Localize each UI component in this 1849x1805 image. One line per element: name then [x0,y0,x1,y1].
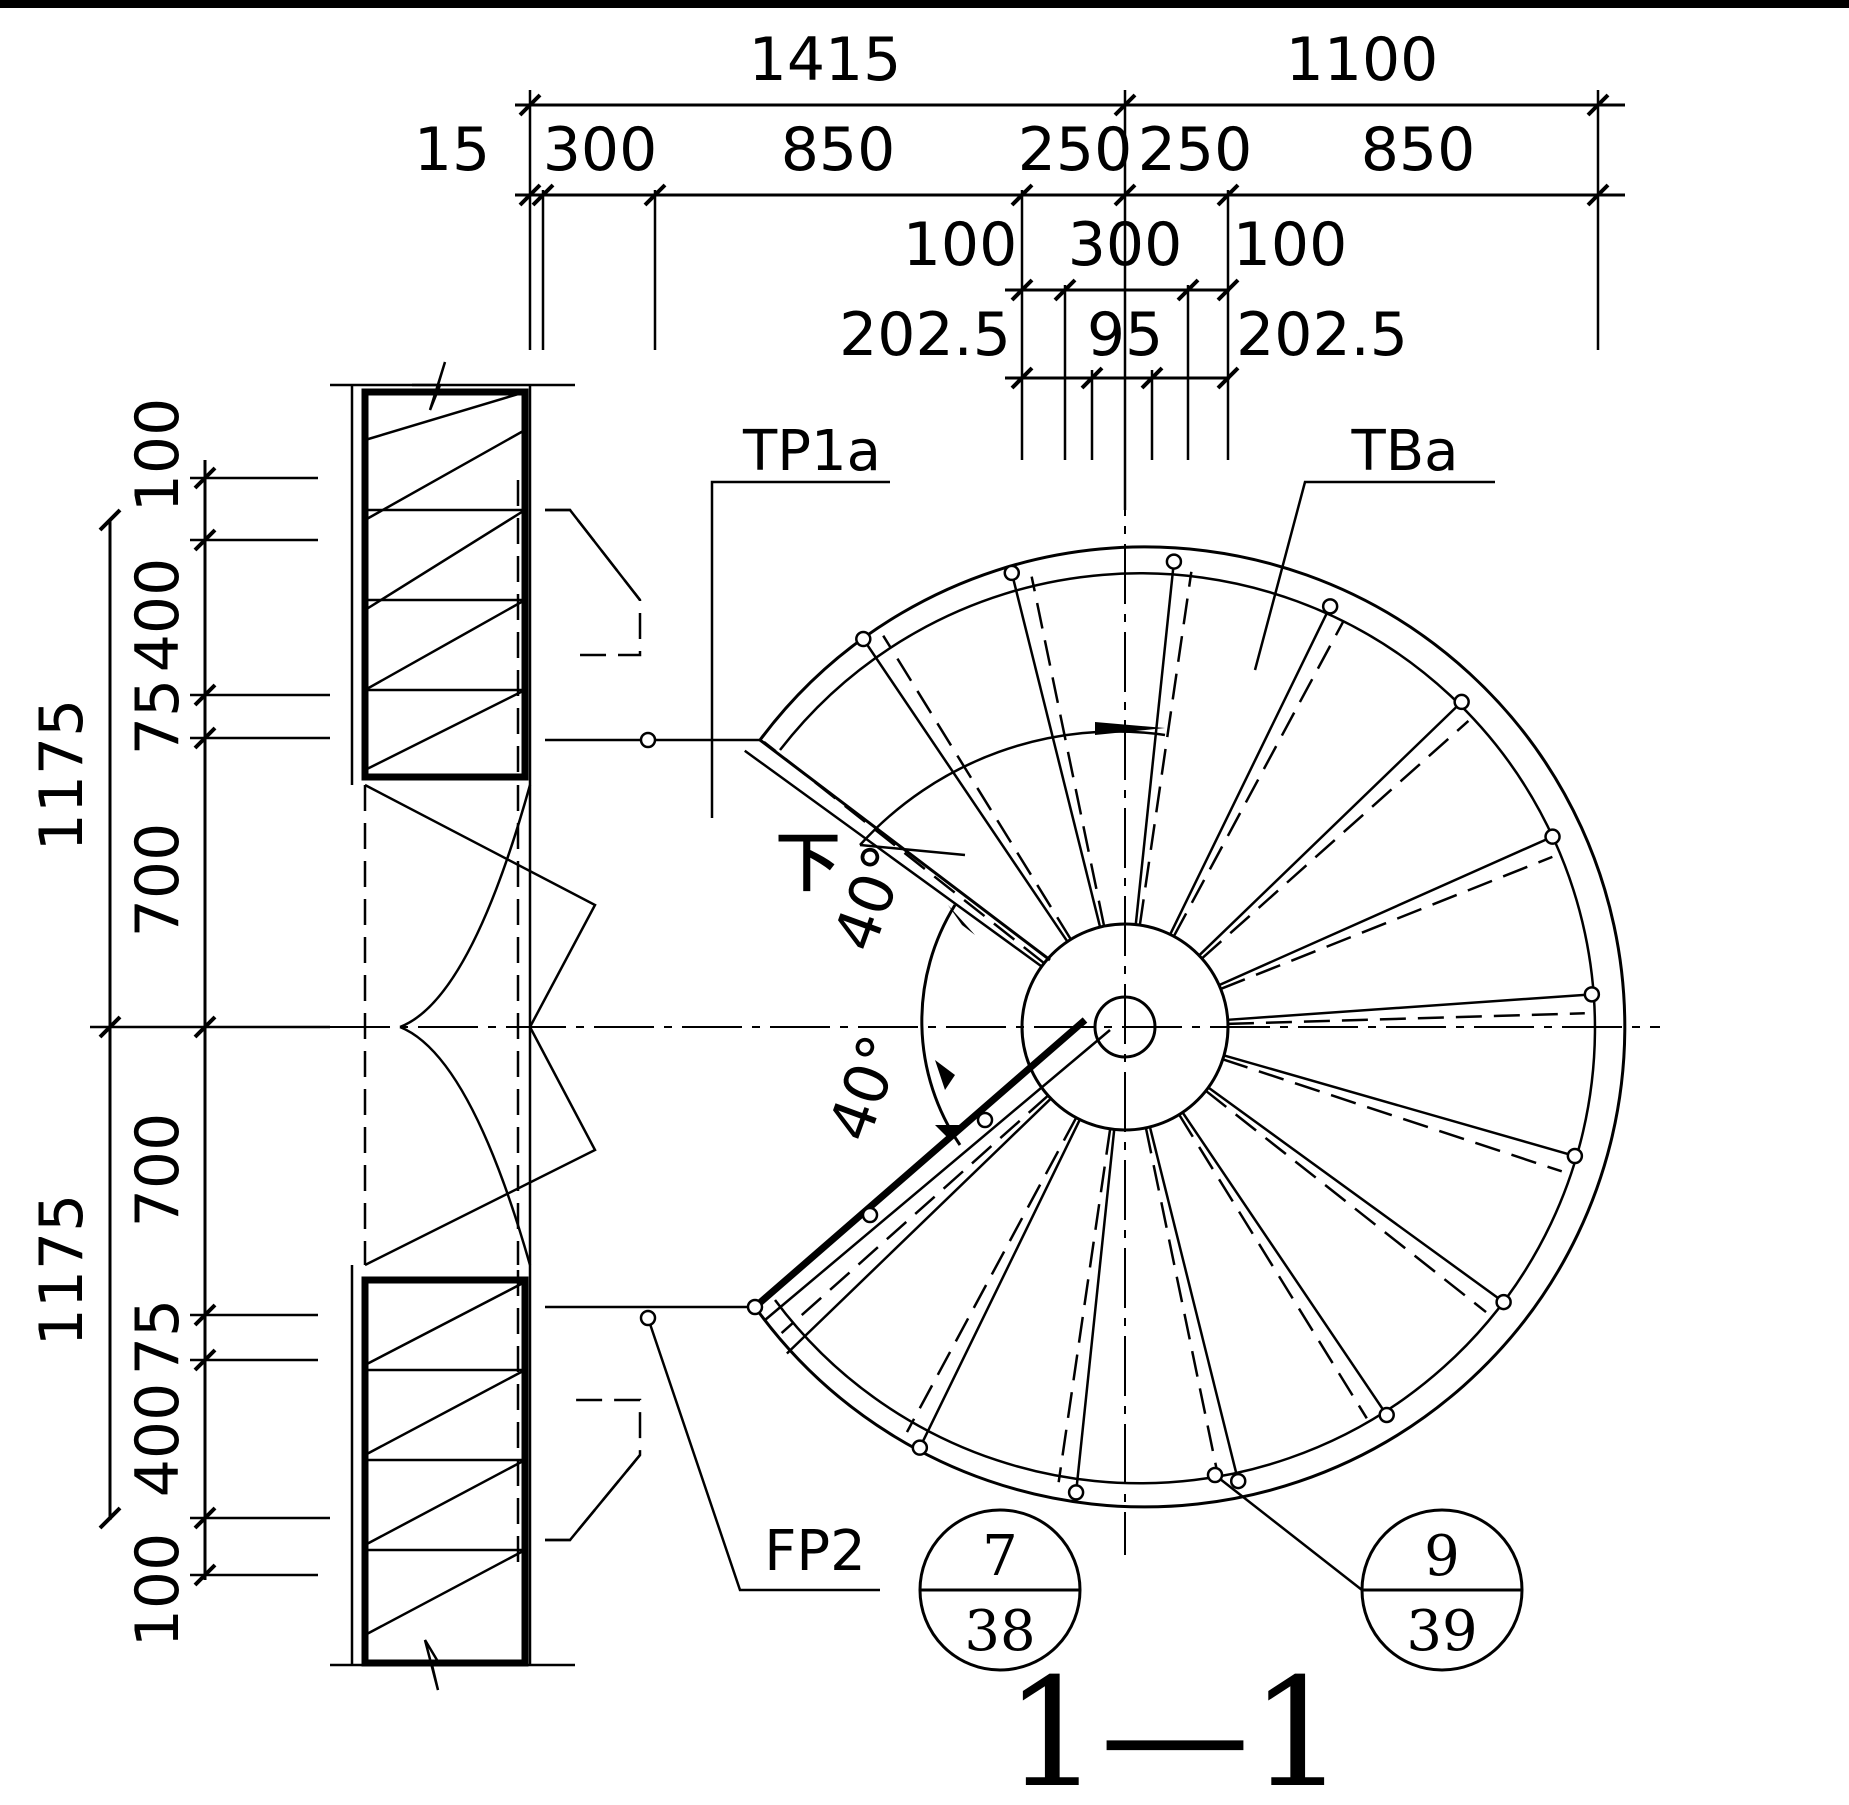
dim-left-inner-5: 700 [123,1113,193,1228]
dim-row3-c: 202.5 [1236,300,1408,370]
stair-tread-edge [1148,1126,1240,1484]
dim-overall-left: 1415 [749,25,902,95]
dim-left-inner-6: 75 [123,1299,193,1375]
spiral-stair-plan [330,280,1660,1592]
outer-handrail-arc [753,545,1627,1509]
baluster-node [911,1439,929,1456]
baluster-node [1583,986,1601,1003]
tba-label: TBa [1351,419,1459,484]
stair-tread-hidden-edge [763,740,1045,965]
dim-row1-c: 850 [781,115,896,185]
stair-tread-hidden-edge [1172,621,1345,937]
detail-ref-sheet: 39 [1406,1599,1477,1664]
dim-left-inner-2: 400 [123,558,193,673]
stair-tread-hidden-edge [882,635,1072,941]
stair-tread-hidden-edge [780,1094,1049,1334]
dim-overall-right: 1100 [1286,25,1439,95]
stair-tread-hidden-edge [1057,1128,1112,1483]
stair-tread-hidden-edge [1030,576,1106,927]
top-dimension-chains: 1415 1100 15 300 850 250 250 850 100 300… [414,25,1625,510]
stair-tread-edge [744,749,1043,968]
stair-tread-edge [1074,1129,1116,1495]
stair-tread-edge [1227,992,1594,1022]
detail-ref-sheet: 38 [964,1599,1035,1664]
upper-beam [361,388,529,781]
stair-tread-edge [861,636,1069,943]
stair-tread-hidden-edge [1205,1089,1487,1314]
stair-tread-hidden-edge [1222,1058,1563,1173]
stair-tread-edge [1207,1086,1506,1305]
left-dimension-chains: 1175 1175 100 400 75 700 700 75 400 100 [27,398,330,1648]
stair-tread-edge [1010,570,1102,928]
stair-tread-edge [1169,604,1333,935]
stair-tread-edge [1134,559,1176,925]
tp-leader [710,480,890,818]
tp1a-label: TP1a [742,419,881,484]
top-border [0,0,1849,8]
detail-ref-7-38: 7 38 [918,1508,1082,1672]
fp2-label: FP2 [764,1519,866,1584]
dim-row2-a: 100 [903,210,1018,280]
stair-tread-edge [1218,834,1555,987]
stair-tread-edge [786,1097,1052,1355]
dim-row2-c: 100 [1233,210,1348,280]
stair-tread-hidden-edge [1227,1012,1585,1026]
dim-left-inner-3: 75 [123,679,193,755]
baluster-node [855,630,872,648]
stair-tread-edge [917,1119,1081,1450]
fp-leader [646,1317,880,1592]
dim-row1-b: 300 [543,115,658,185]
baluster-node [1321,598,1339,615]
dim-left-outer-lower: 1175 [27,1194,97,1347]
dim-left-inner-4: 700 [123,823,193,938]
inner-post-ring [1020,922,1230,1132]
center-column [1093,995,1157,1059]
stair-tread-hidden-edge [1178,1113,1368,1419]
dim-left-inner-8: 100 [123,1533,193,1648]
stair-tread-edge [1223,1054,1578,1158]
wall-section [330,361,760,1691]
dim-left-outer-upper: 1175 [27,699,97,852]
stair-tread-hidden-edge [1138,571,1193,926]
stair-tread-hidden-edge [1144,1127,1220,1478]
dim-row2-b: 300 [1068,210,1183,280]
baluster-node [1067,1484,1085,1501]
baluster-node [1495,1293,1512,1311]
dim-left-inner-7: 400 [123,1383,193,1498]
baluster-node [1003,564,1021,582]
detail-ref-number: 7 [982,1524,1018,1589]
stair-tread-edge [1181,1111,1389,1418]
stair-tread-hidden-edge [905,1117,1078,1433]
angle-lower-label: 40° [815,1026,917,1150]
tb-leader [1253,480,1495,671]
down-arrow-label: 下 [776,827,840,901]
baluster-node [1378,1406,1395,1424]
dim-row3-a: 202.5 [839,300,1011,370]
baluster-node [1229,1472,1247,1490]
section-title: 1—1 [1005,1647,1346,1805]
dim-row1-f: 850 [1361,115,1476,185]
detail9-leader [1214,1474,1363,1591]
stair-tread-edge [1198,699,1464,957]
dim-row1-d: 250 [1018,115,1133,185]
detail-ref-9-39: 9 39 [1360,1508,1524,1672]
detail-ref-number: 9 [1424,1524,1460,1589]
baluster-node [1453,693,1470,711]
stair-tread-hidden-edge [1220,855,1553,991]
lower-beam [361,1276,529,1667]
stair-tread-hidden-edge [1201,720,1470,960]
dim-row1-a: 15 [414,115,490,185]
dim-row1-e: 250 [1138,115,1253,185]
baluster-node [1566,1147,1584,1165]
baluster-node [1544,828,1561,845]
dim-left-inner-1: 100 [123,398,193,513]
baluster-node [1165,553,1183,570]
